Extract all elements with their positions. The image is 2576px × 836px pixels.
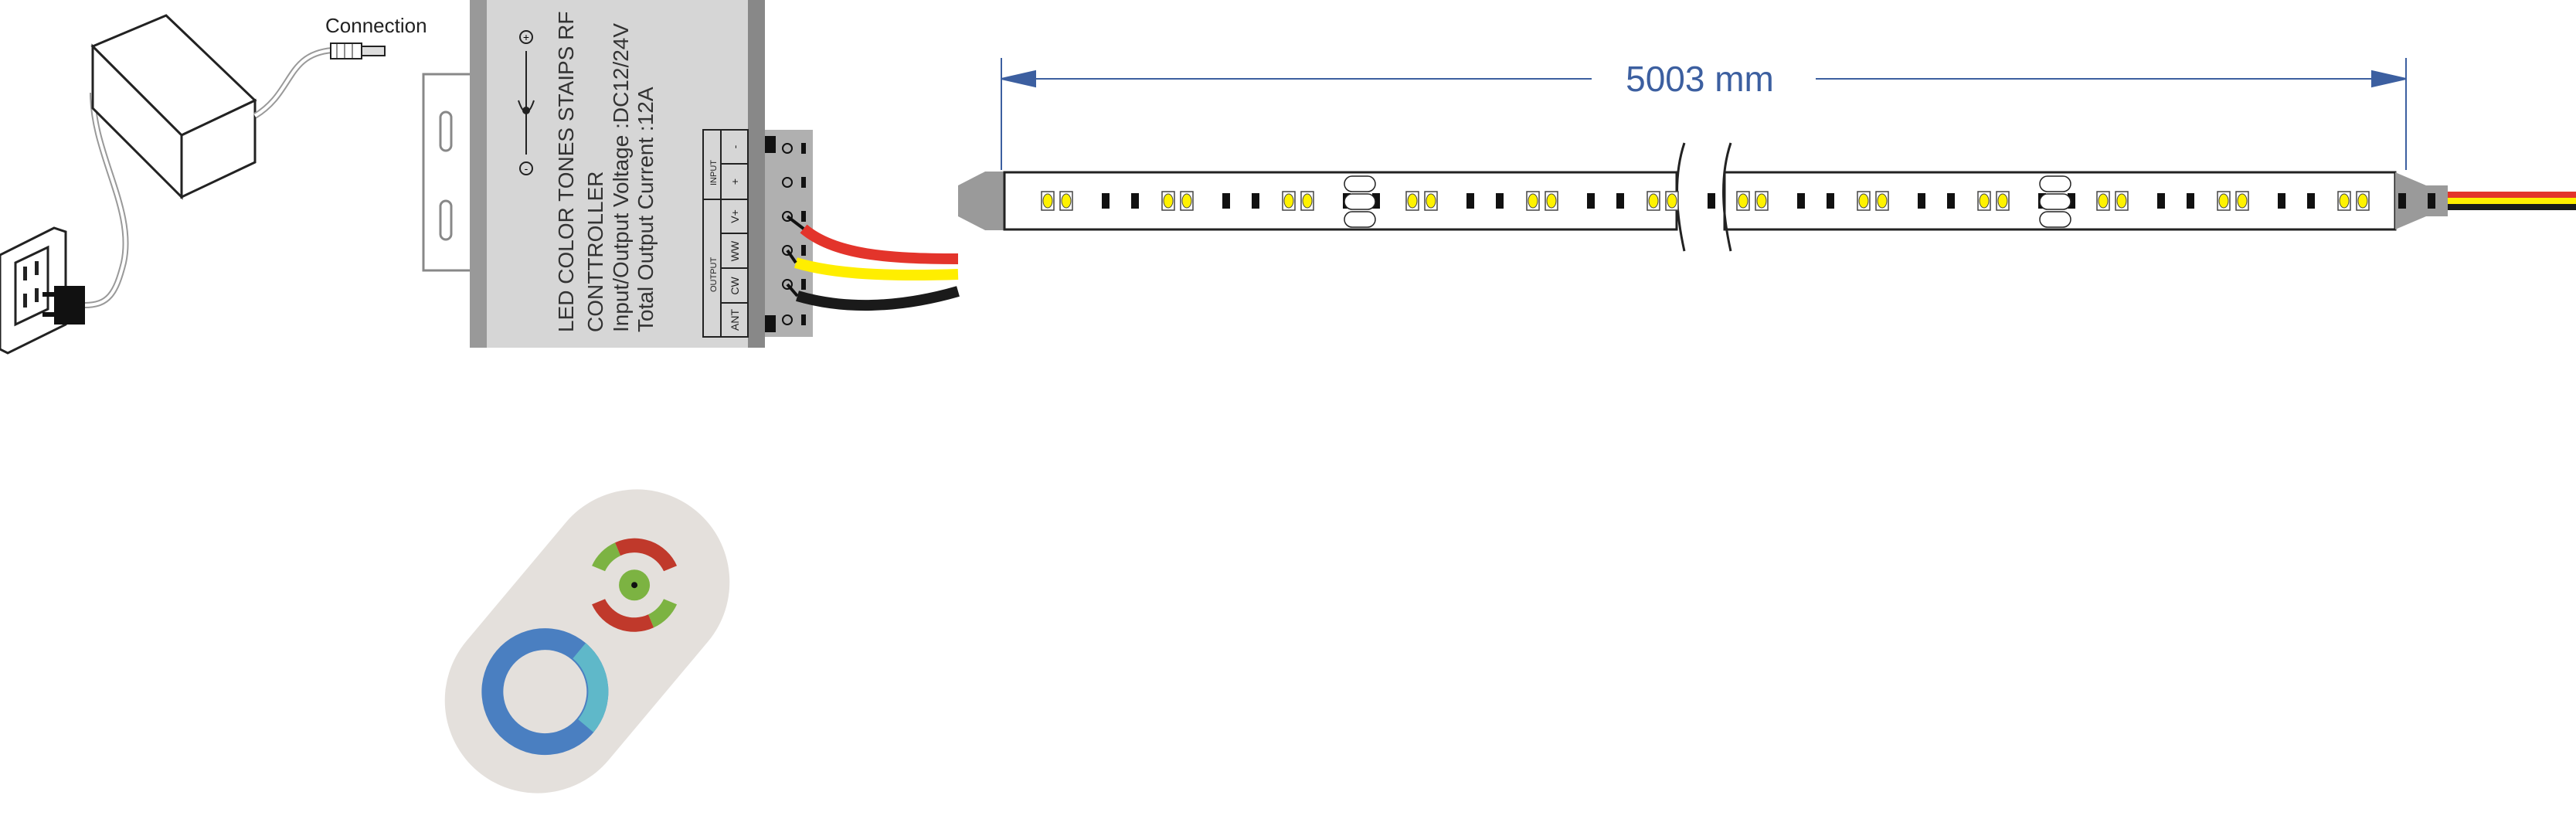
- length-label: 5003 mm: [1626, 59, 1774, 99]
- resistor: [1708, 193, 1715, 209]
- terminal-label-table: [702, 129, 749, 338]
- controller-title-2: CONTTROLLER: [583, 172, 607, 332]
- brightness-wheel[interactable]: [592, 538, 678, 632]
- resistor: [1252, 193, 1259, 209]
- minus-symbol: -: [525, 162, 528, 175]
- led-chip: [1528, 193, 1538, 209]
- cut-pad: [2039, 193, 2071, 210]
- resistor: [2278, 193, 2285, 209]
- terminal-label: +: [729, 178, 741, 185]
- terminal-label: ANT: [729, 309, 741, 331]
- resistor: [2157, 193, 2165, 209]
- resistor: [1827, 193, 1834, 209]
- resistor: [1797, 193, 1805, 209]
- rf-remote: [444, 489, 730, 794]
- cut-pad: [1344, 175, 1376, 192]
- resistor: [1918, 193, 1925, 209]
- led-chip: [1283, 193, 1294, 209]
- terminal-label: WW: [729, 240, 741, 261]
- led-chip: [1997, 193, 2008, 209]
- resistor: [2307, 193, 2315, 209]
- led-chip: [1163, 193, 1174, 209]
- resistor: [2187, 193, 2194, 209]
- cut-pad: [1344, 211, 1376, 228]
- terminal-label: V+: [729, 209, 741, 223]
- led-chip: [1407, 193, 1418, 209]
- led-chip: [1738, 193, 1748, 209]
- connection-label: Connection: [325, 14, 427, 37]
- resistor: [1131, 193, 1139, 209]
- controller-voltage: Input/Output Voltage :DC12/24V: [609, 23, 633, 332]
- cut-pad: [2039, 175, 2071, 192]
- cut-pad: [1344, 193, 1376, 210]
- yellow-wire: [794, 257, 959, 281]
- resistor: [1496, 193, 1504, 209]
- resistor: [2068, 193, 2075, 209]
- input-group-label: INPUT: [709, 160, 719, 185]
- terminal-label: -: [729, 144, 741, 148]
- terminal-label: CW: [729, 277, 741, 295]
- power-adapter: [90, 14, 333, 200]
- led-chip: [2357, 193, 2368, 209]
- led-chip: [1979, 193, 1990, 209]
- led-chip: [2116, 193, 2127, 209]
- output-group-label: OUTPUT: [709, 257, 719, 293]
- plus-symbol: +: [523, 31, 529, 43]
- led-chip: [1667, 193, 1677, 209]
- resistor: [1587, 193, 1595, 209]
- resistor: [1102, 193, 1110, 209]
- red-wire: [800, 224, 959, 264]
- led-chip: [1042, 193, 1053, 209]
- led-chip: [1858, 193, 1869, 209]
- dimension-line: [1001, 58, 2407, 170]
- controller-box: [422, 0, 765, 348]
- resistor: [1616, 193, 1624, 209]
- led-chip: [1302, 193, 1313, 209]
- dc-connector: [330, 42, 386, 59]
- color-temperature-wheel[interactable]: [456, 603, 634, 781]
- led-chip: [1648, 193, 1659, 209]
- resistor: [2398, 193, 2406, 209]
- led-chip: [2339, 193, 2350, 209]
- led-chip: [1877, 193, 1888, 209]
- controller-current: Total Output Current :12A: [634, 87, 658, 332]
- led-chip: [1426, 193, 1436, 209]
- led-chip: [1546, 193, 1557, 209]
- led-chip: [1061, 193, 1072, 209]
- black-wire: [796, 286, 960, 311]
- power-plug-icon: [42, 92, 129, 325]
- resistor: [1372, 193, 1380, 209]
- led-chip: [2098, 193, 2109, 209]
- cut-pad: [2039, 211, 2071, 228]
- resistor: [2428, 193, 2435, 209]
- led-chip: [2218, 193, 2229, 209]
- resistor: [1947, 193, 1955, 209]
- resistor: [1466, 193, 1474, 209]
- led-chip: [1181, 193, 1192, 209]
- led-strip: [958, 142, 2576, 252]
- controller-title: LED COLOR TONES STAIPS RF: [554, 12, 578, 332]
- resistor: [1222, 193, 1230, 209]
- led-chip: [1756, 193, 1767, 209]
- led-chip: [2237, 193, 2248, 209]
- dc-polarity-icon: + -: [518, 30, 535, 175]
